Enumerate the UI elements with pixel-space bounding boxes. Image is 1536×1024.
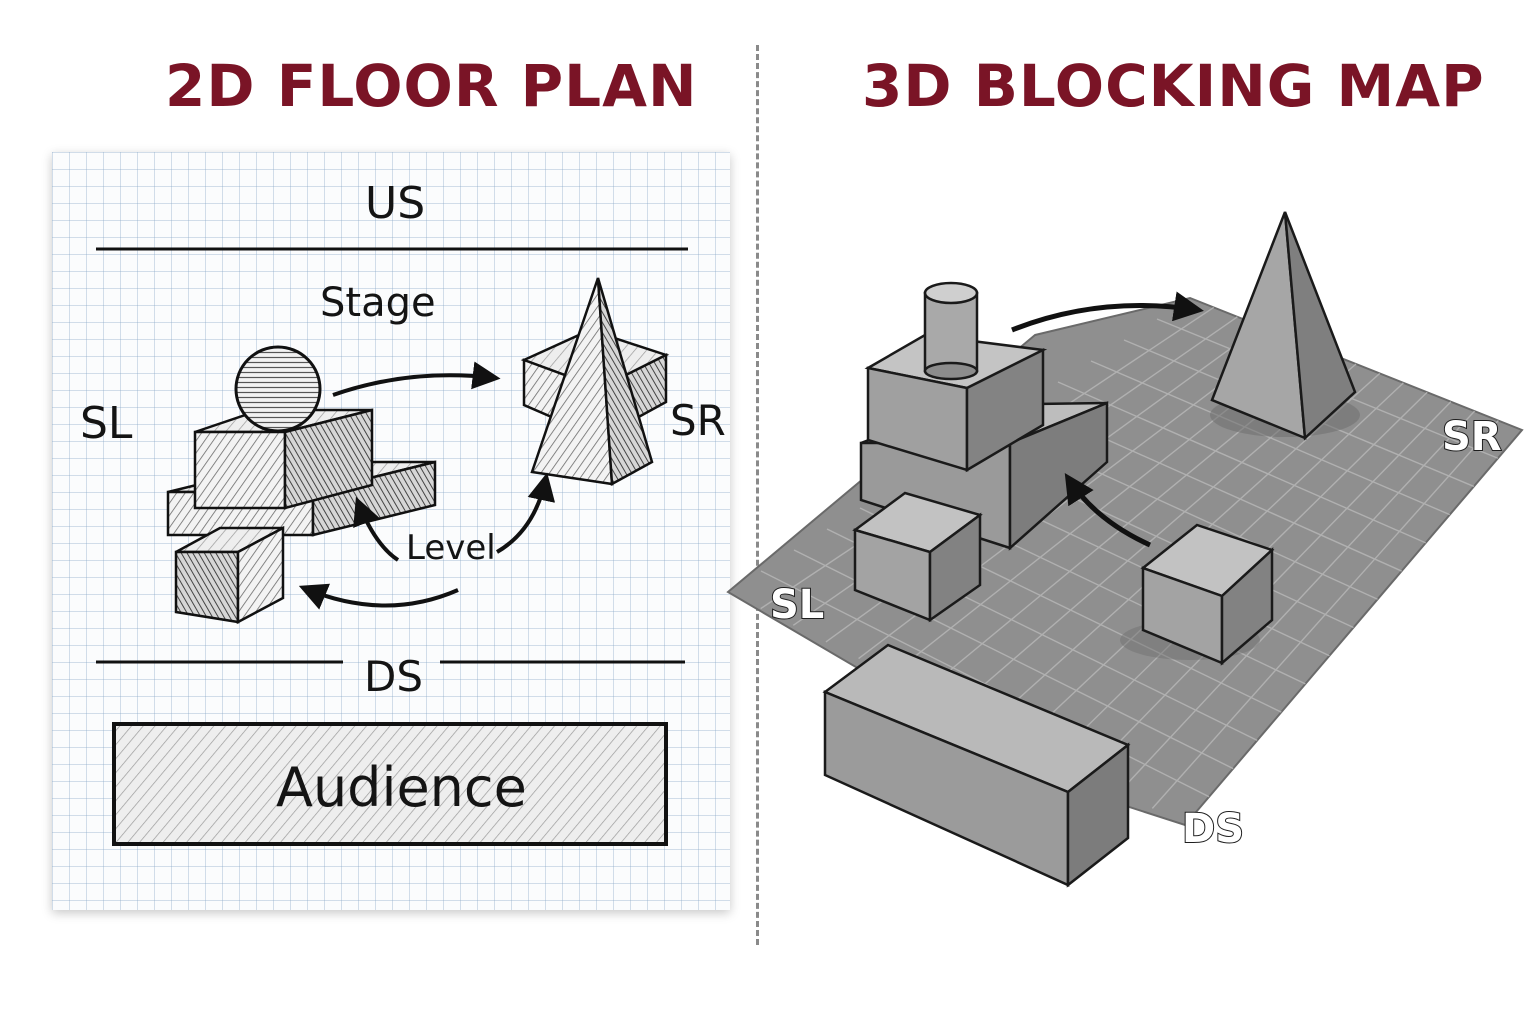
downstage-label: DS [364, 652, 424, 701]
upstage-label: US [365, 178, 426, 229]
level-label: Level [406, 528, 496, 568]
move-arrow-top [332, 361, 501, 397]
move-arrow-level [353, 496, 400, 562]
ds-label-3d: DS [1182, 806, 1244, 852]
move-arrow-3d-center [1064, 472, 1152, 548]
sphere-prop [234, 345, 322, 433]
pyramid-prop [530, 277, 654, 487]
panel-divider [756, 45, 759, 945]
move-arrow-right [495, 472, 556, 554]
stage-right-label: SR [670, 396, 726, 445]
floor-grid-line [760, 570, 1210, 798]
stage-label: Stage [320, 280, 436, 326]
floor-grid-line [1151, 420, 1499, 809]
audience-box [112, 722, 668, 846]
stage-left-label: SL [80, 398, 133, 449]
cylinder-3d [923, 281, 979, 381]
upper-cube-3d [864, 333, 1048, 473]
cube-center-3d [1140, 523, 1275, 666]
small-crate [174, 525, 285, 625]
sl-label-3d: SL [770, 582, 824, 628]
floor-plan-title: 2D FLOOR PLAN [165, 52, 698, 120]
sr-label-3d: SR [1442, 414, 1502, 460]
blocking-map-title: 3D BLOCKING MAP [862, 52, 1485, 120]
move-arrow-3d-top [1011, 291, 1204, 333]
move-arrow-bottom [298, 583, 459, 610]
pyramid-3d [1210, 211, 1357, 441]
front-cube-sl-3d [852, 491, 983, 623]
floor-grid-line [1119, 410, 1476, 793]
long-block-3d [822, 643, 1131, 888]
audience-label: Audience [276, 756, 527, 819]
